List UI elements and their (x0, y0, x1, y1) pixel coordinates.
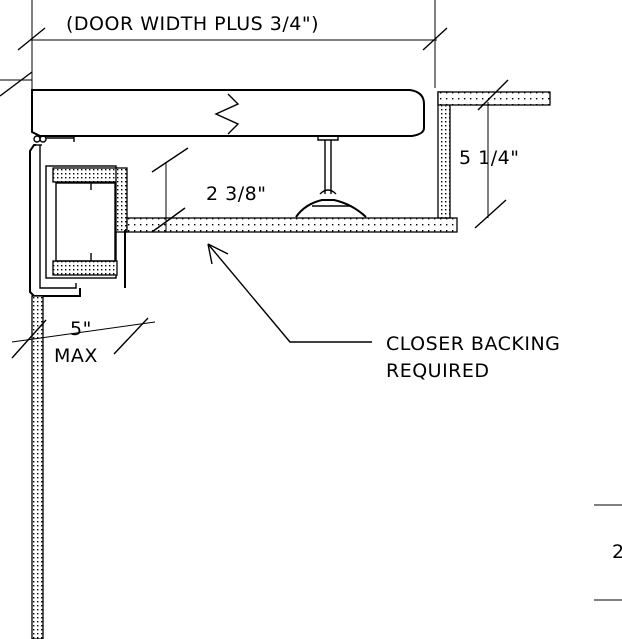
dim-max-label: MAX (54, 345, 98, 367)
dimension-5-max: 5" MAX (11, 317, 156, 367)
partial-digit-label: 2 (612, 541, 622, 563)
closer-backing-plate (126, 91, 551, 233)
closer-backing-leader: CLOSER BACKING REQUIRED (207, 243, 560, 382)
dimension-2-3-8: 2 3/8" (151, 147, 266, 233)
dim-5-label: 5" (70, 318, 92, 340)
door-width-label: (DOOR WIDTH PLUS 3/4") (66, 13, 319, 35)
closer-backing-label-line1: CLOSER BACKING (386, 333, 560, 355)
wall-stud (31, 295, 44, 639)
dim-5-1-4-label: 5 1/4" (459, 147, 519, 169)
frame-hinge (29, 135, 81, 297)
break-line-symbol (214, 93, 240, 135)
door-width-dimension: (DOOR WIDTH PLUS 3/4") (17, 0, 448, 90)
dim-2-3-8-label: 2 3/8" (206, 183, 266, 205)
partial-detail-lower-right: 2 (594, 504, 622, 601)
closer-backing-label-line2: REQUIRED (386, 360, 490, 382)
dimension-5-1-4: 5 1/4" (459, 79, 519, 229)
closer-box (45, 165, 128, 288)
door-leaf (0, 71, 425, 137)
door-closer-arm (295, 136, 367, 218)
